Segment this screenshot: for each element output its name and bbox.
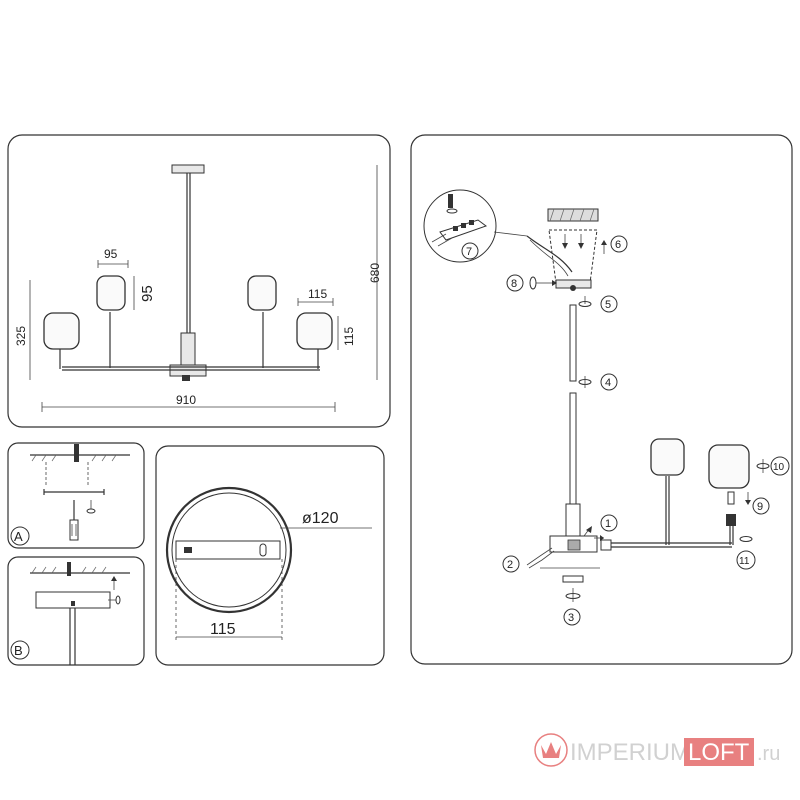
step-1-label: 1 bbox=[605, 518, 611, 530]
step-8-label: 8 bbox=[511, 278, 517, 290]
watermark-domain: .ru bbox=[757, 743, 780, 765]
step-a-panel: A bbox=[7, 442, 145, 549]
dim-shade-height-large: 115 bbox=[342, 327, 356, 346]
step-11-label: 11 bbox=[739, 556, 750, 567]
logo-icon bbox=[534, 733, 568, 767]
dim-shade-height-small: 95 bbox=[139, 285, 156, 302]
dim-canopy-width: 115 bbox=[210, 621, 236, 638]
step-b-panel: B bbox=[7, 556, 145, 666]
watermark-imperium: IMPERIUM bbox=[570, 739, 690, 766]
dim-canopy-diameter: ø120 bbox=[302, 510, 339, 527]
step-2-label: 2 bbox=[507, 559, 513, 571]
step-3-label: 3 bbox=[568, 612, 574, 624]
dim-shade-width-large: 115 bbox=[308, 287, 327, 301]
step-5-label: 5 bbox=[605, 299, 611, 311]
screw-icon bbox=[108, 595, 121, 605]
screw-icon bbox=[86, 500, 96, 514]
step-a-label: A bbox=[14, 529, 23, 544]
dim-shade-width-small: 95 bbox=[104, 247, 118, 261]
dim-total-width: 910 bbox=[176, 393, 196, 407]
step-b-label: B bbox=[14, 643, 23, 658]
dim-mount-height: 325 bbox=[14, 326, 28, 346]
screwdriver-icon bbox=[69, 500, 79, 541]
dim-lamp-height: 680 bbox=[368, 263, 382, 283]
assembly-panel: 1 2 3 4 5 6 7 8 9 10 11 bbox=[410, 134, 793, 665]
wire-connector-icon bbox=[439, 219, 488, 241]
step-6-label: 6 bbox=[615, 239, 621, 251]
step-4-label: 4 bbox=[605, 377, 611, 389]
step-10-label: 10 bbox=[773, 462, 785, 473]
watermark: IMPERIUM LOFT .ru bbox=[534, 733, 780, 767]
dimension-panel: 95 95 115 115 325 680 910 bbox=[7, 134, 391, 428]
watermark-loft: LOFT bbox=[688, 739, 750, 766]
step-9-label: 9 bbox=[757, 501, 763, 513]
canopy-panel: ø120 115 bbox=[155, 445, 385, 666]
step-7-label: 7 bbox=[466, 246, 472, 258]
